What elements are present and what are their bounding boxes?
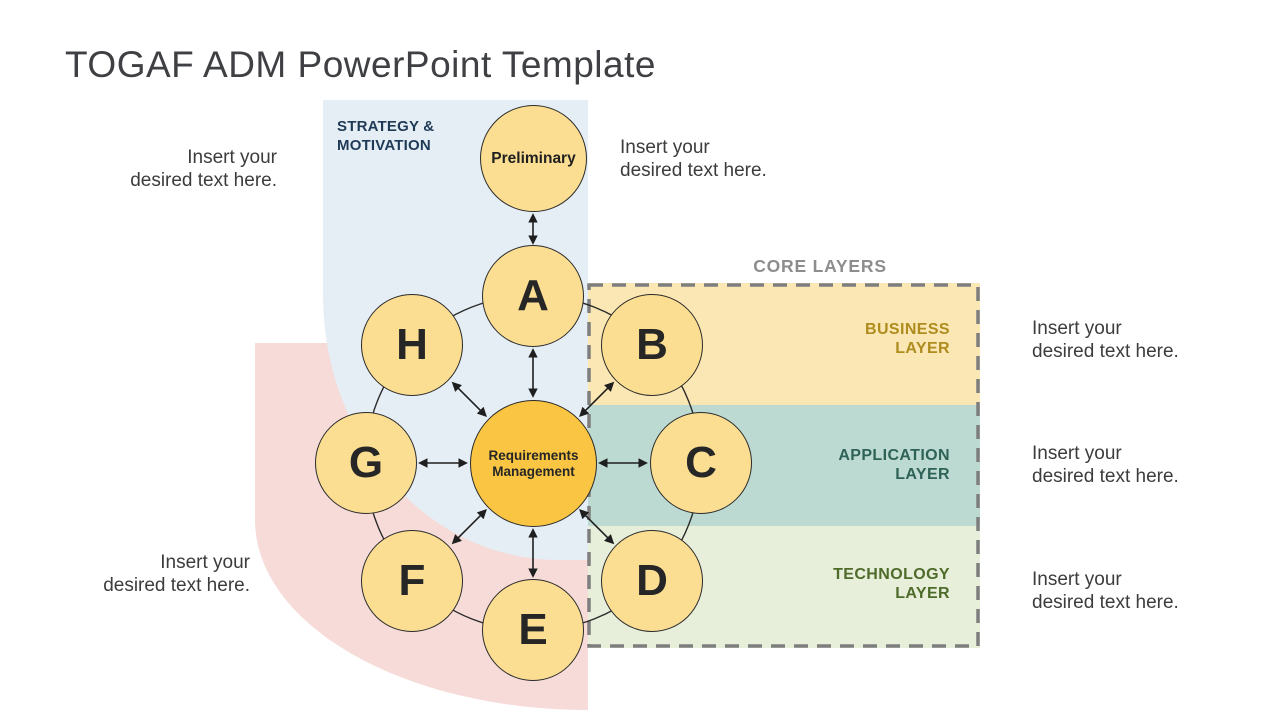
requirements-arrows [418,213,648,578]
placeholder-text-technology: Insert your desired text here. [1032,569,1179,613]
preliminary-circle: Preliminary [480,105,587,212]
technology-layer-label: TECHNOLOGY LAYER [833,566,950,602]
application-layer-label: APPLICATION LAYER [838,447,950,483]
phase-circle-c: C [650,412,752,514]
phase-circle-f: F [361,530,463,632]
phase-letter: H [396,320,428,369]
phase-letter: E [518,605,548,654]
phase-letter: F [398,556,426,605]
slide-title: TOGAF ADM PowerPoint Template [65,44,656,85]
phase-letter: G [348,438,384,487]
requirements-management-label: Requirements Management [488,447,579,479]
phase-letter: A [517,271,549,320]
placeholder-text-top-left: Insert your desired text here. [130,147,277,191]
core-layers-label: CORE LAYERS [753,256,887,276]
placeholder-text-top-right: Insert your desired text here. [620,137,767,181]
phase-letter: C [685,438,717,487]
placeholder-text-application: Insert your desired text here. [1032,443,1179,487]
phase-letter: D [636,556,668,605]
phase-circle-g: G [315,412,417,514]
placeholder-text-business: Insert your desired text here. [1032,318,1179,362]
phase-circle-b: B [601,294,703,396]
requirements-management-circle: Requirements Management [470,400,597,527]
strategy-motivation-label: STRATEGY & MOTIVATION [337,118,435,154]
preliminary-label: Preliminary [491,149,576,167]
phase-circle-h: H [361,294,463,396]
phase-circle-e: E [482,579,584,681]
phase-circle-a: A [482,245,584,347]
phase-circle-d: D [601,530,703,632]
phase-letter: B [636,320,668,369]
placeholder-text-bottom-left: Insert your desired text here. [103,552,250,596]
business-layer-label: BUSINESS LAYER [865,321,950,357]
